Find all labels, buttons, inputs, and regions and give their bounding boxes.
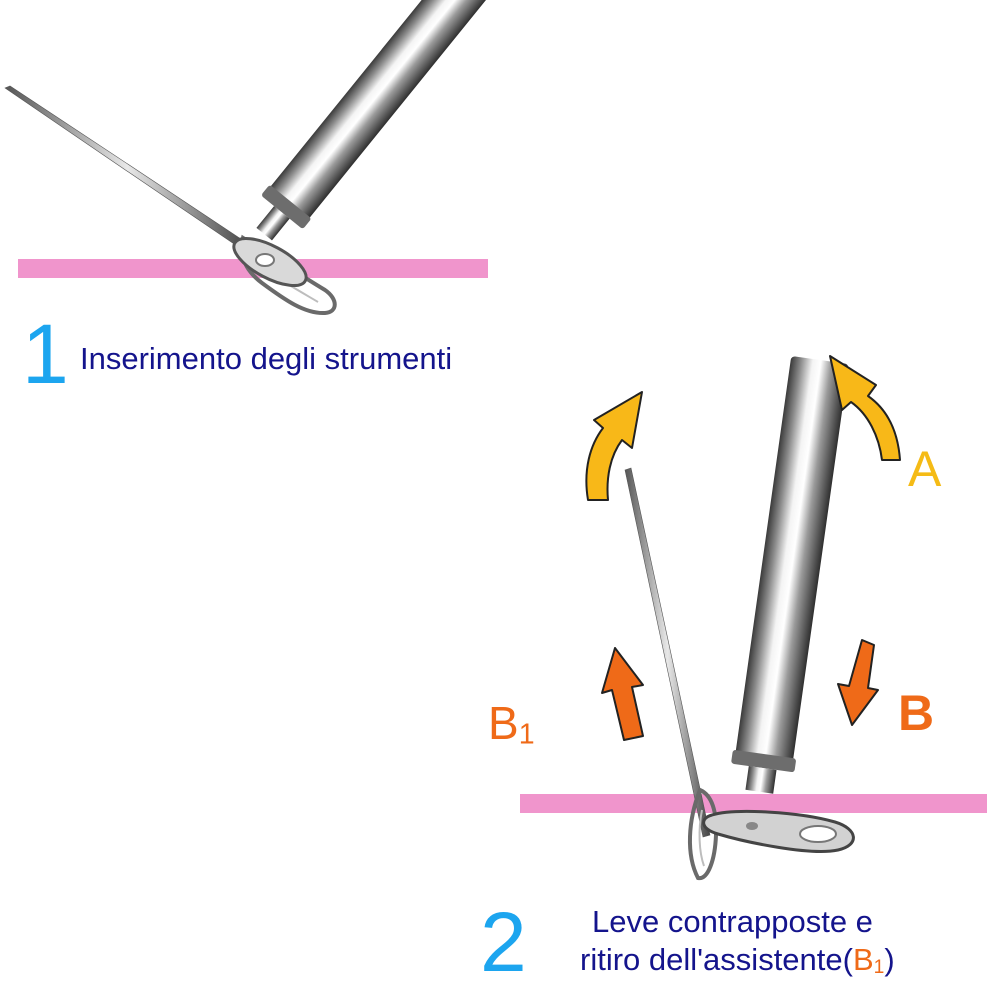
step-number-1: 1 <box>22 307 69 401</box>
step-2-caption-line2: ritiro dell'assistente(B1) <box>580 944 895 977</box>
caption-ref-b1: B1 <box>853 942 884 977</box>
label-a: A <box>908 441 942 497</box>
cylinder-instrument <box>232 0 488 287</box>
label-b1-main: B <box>488 697 519 749</box>
step2-illustration <box>520 355 987 881</box>
orange-arrow-up <box>601 647 644 741</box>
label-b1-sub: 1 <box>518 718 535 751</box>
caption-ref-main: B <box>852 942 874 977</box>
step-2-caption-text: ritiro dell'assistente <box>580 942 843 977</box>
yellow-curved-arrow-a <box>829 355 901 461</box>
step-number-2: 2 <box>480 895 527 989</box>
step1-illustration <box>4 0 488 316</box>
orange-arrow-down <box>837 639 879 726</box>
yellow-curved-arrow-left <box>585 391 643 501</box>
cylinder-instrument <box>702 356 855 853</box>
skin-surface-line <box>520 794 987 813</box>
step-2-caption-line1: Leve contrapposte e <box>592 904 873 939</box>
caption-ref-sub: 1 <box>873 956 885 978</box>
step-1-caption: Inserimento degli strumenti <box>80 341 453 376</box>
paren-close: ) <box>884 942 895 977</box>
needle-instrument <box>624 467 719 881</box>
label-b1: B1 <box>488 700 535 749</box>
paren-open: ( <box>842 942 853 977</box>
label-b: B <box>898 685 935 741</box>
